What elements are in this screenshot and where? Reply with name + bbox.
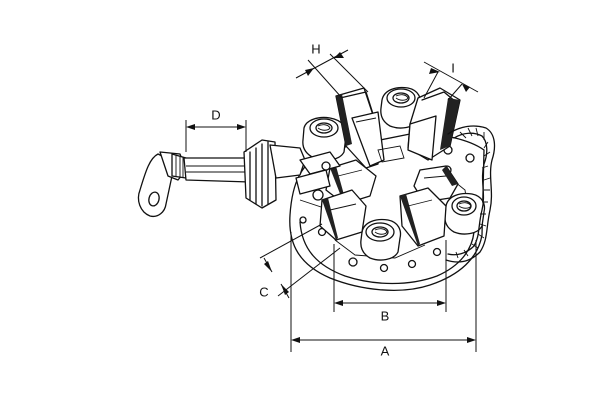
dimension-label-C: C	[259, 284, 269, 300]
plate-hole	[348, 257, 358, 267]
center-terminals	[295, 145, 405, 195]
spring-cap-right	[444, 192, 486, 235]
dimension-label-D: D	[211, 107, 221, 123]
plate-hole	[432, 247, 442, 257]
dimension-A	[290, 232, 477, 352]
dimension-I	[423, 61, 479, 101]
plate-hole	[465, 153, 475, 163]
spring-cap-top-left	[302, 116, 348, 161]
plate-hole	[312, 189, 324, 201]
cable-lug	[137, 139, 306, 218]
dimension-C	[259, 223, 341, 299]
dimension-H	[295, 49, 369, 99]
plate-hole	[407, 259, 417, 269]
dimension-label-I: I	[451, 60, 455, 76]
dimension-label-B: B	[380, 308, 390, 324]
plate-hole	[299, 216, 307, 224]
dimension-B	[333, 240, 447, 312]
dimension-label-H: H	[311, 41, 321, 57]
brush-top-right	[407, 87, 461, 161]
spring-cap-top-center	[380, 86, 422, 129]
dimension-label-A: A	[380, 343, 390, 359]
brush-lower-right	[399, 187, 447, 247]
brush-lower-left	[319, 189, 367, 241]
braided-lead	[445, 125, 496, 263]
spring-cap-bottom	[360, 218, 402, 261]
dimension-D	[185, 120, 247, 152]
plate-hole	[379, 263, 389, 273]
brush-top	[335, 87, 385, 169]
